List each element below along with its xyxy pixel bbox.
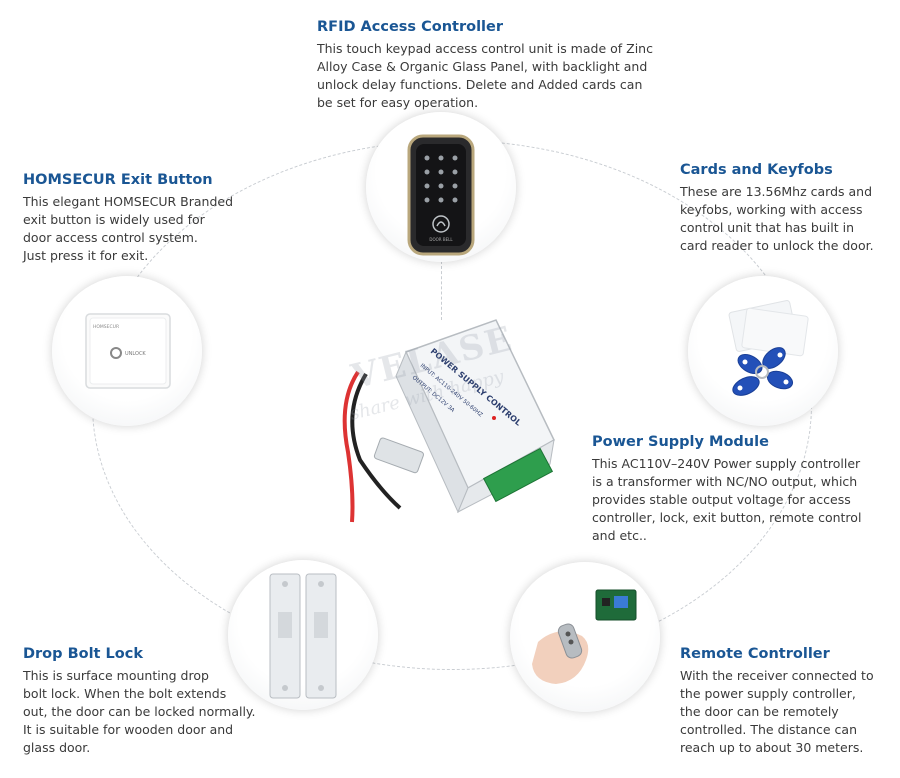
keyfobs-icon (728, 300, 809, 396)
exit-button-image: HOMSECUR UNLOCK (52, 276, 202, 426)
feature-power-title: Power Supply Module (592, 434, 769, 450)
feature-exit-title: HOMSECUR Exit Button (23, 172, 213, 188)
connector-line (441, 210, 442, 320)
power-supply-image: POWER SUPPLY CONTROL INPUT: AC110-240V 5… (318, 312, 568, 532)
feature-exit-text: This elegant HOMSECUR Branded exit butto… (23, 194, 234, 263)
feature-exit: HOMSECUR Exit Button This elegant HOMSEC… (23, 172, 273, 265)
feature-remote-text: With the receiver connected to the power… (680, 668, 874, 755)
feature-lock-text: This is surface mounting drop bolt lock.… (23, 668, 256, 755)
feature-cards-title: Cards and Keyfobs (680, 162, 833, 178)
feature-power: Power Supply Module This AC110V–240V Pow… (592, 434, 892, 545)
feature-cards: Cards and Keyfobs These are 13.56Mhz car… (680, 162, 895, 255)
feature-lock-title: Drop Bolt Lock (23, 646, 143, 662)
cards-keyfobs-image (688, 276, 838, 426)
keypad-device-icon: DOOR BELL (407, 134, 475, 256)
feature-rfid-text: This touch keypad access control unit is… (317, 41, 653, 110)
exit-brand-label: HOMSECUR (93, 324, 119, 330)
keypad-label: DOOR BELL (429, 237, 453, 242)
bolt-lock-icon (269, 573, 337, 699)
feature-rfid-title: RFID Access Controller (317, 19, 504, 35)
drop-bolt-lock-image (228, 560, 378, 710)
remote-controller-image (510, 562, 660, 712)
exit-unlock-label: UNLOCK (125, 351, 146, 357)
feature-remote: Remote Controller With the receiver conn… (680, 646, 895, 757)
feature-lock: Drop Bolt Lock This is surface mounting … (23, 646, 283, 757)
exit-button-icon: HOMSECUR UNLOCK (85, 313, 171, 389)
remote-icon (532, 589, 637, 684)
feature-cards-text: These are 13.56Mhz cards and keyfobs, wo… (680, 184, 874, 253)
feature-remote-title: Remote Controller (680, 646, 830, 662)
feature-rfid: RFID Access Controller This touch keypad… (317, 19, 677, 112)
rfid-controller-image: DOOR BELL (366, 112, 516, 262)
feature-power-text: This AC110V–240V Power supply controller… (592, 456, 862, 543)
